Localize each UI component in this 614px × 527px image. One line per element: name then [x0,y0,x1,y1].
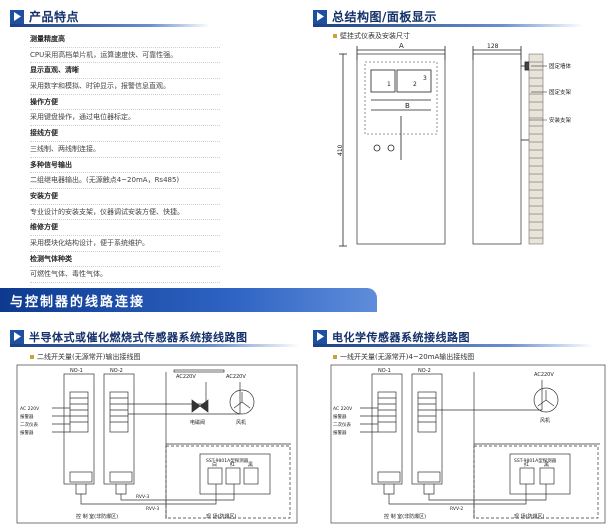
zone-field: 现 场(防爆区) [514,513,545,520]
module-no2: NO-2 [110,368,123,374]
feature-text: CPU采用高档单片机，运算速度快、可靠性强。 [30,48,220,64]
detector-black: 黑 [544,462,549,468]
fan-label: 风机 [236,419,246,426]
module-no2: NO-2 [418,368,431,374]
input-ac: AC220V [534,372,554,378]
mark-3: 3 [423,75,427,82]
header-underline [10,24,210,27]
wiring-band-title: 与控制器的线路连接 [10,295,146,310]
terminal-alarm-2: 报警器 [20,429,34,436]
header-underline [10,344,300,347]
features-header: 产品特点 [10,8,210,27]
electrochemical-subtitle: 一线开关量(无源常开)4~20mA输出接线图 [333,352,474,362]
structure-title: 总结构图/面板显示 [332,10,437,24]
electrochemical-title: 电化学传感器系统接线路图 [332,330,470,344]
detector-red: 红 [230,461,235,468]
semiconductor-title: 半导体式或催化燃烧式传感器系统接线路图 [29,330,248,344]
detector-white: 白 [212,461,217,468]
arrow-icon [313,329,327,344]
feature-text: 采用键盘操作，通过电位器标定。 [30,110,220,127]
callout-wall: 固定墙体 [549,62,572,70]
detector-black: 黑 [248,462,253,468]
semiconductor-header: 半导体式或催化燃烧式传感器系统接线路图 [10,328,300,347]
dimension-diagram: A B 128 410 1 2 3 固定墙体 固定支架 安装支架 [337,42,572,247]
detector-box-label: SST-9801A型探测器 [206,457,249,464]
terminal-alarm: 报警器 [333,413,347,420]
feature-heading: 接线方便 [30,126,220,142]
feature-text: 二组继电器输出。(无源触点4~20mA，Rs485) [30,173,220,189]
electrochemical-subtitle-text: 一线开关量(无源常开)4~20mA输出接线图 [340,353,475,361]
detector-red: 红 [524,461,529,468]
module-no1: NO-1 [70,368,83,374]
header-underline [313,24,583,27]
cable-label-2: RVV-3 [146,506,159,512]
zone-control-room: 控 制 室(非防爆区) [76,513,118,520]
mark-2: 2 [413,81,417,88]
feature-heading: 测量精度高 [30,32,220,48]
wiring-diagram-left: NO-1 NO-2 AC220V AC220V AC 220V 报警器 二次仪表… [16,364,298,524]
cable-label-1: RVV-3 [136,494,149,500]
zone-field: 现 场(防爆区) [206,513,237,520]
features-list: 测量精度高 CPU采用高档单片机，运算速度快、可靠性强。 显示直观、清晰 采用数… [30,32,220,283]
feature-text: 采用数字和模拟、时钟显示，报警信息直观。 [30,79,220,95]
feature-text: 可燃性气体、毒性气体。 [30,267,220,283]
callout-bracket: 固定支架 [549,88,572,96]
input-ac-2: AC220V [226,374,246,380]
wiring-band: 与控制器的线路连接 [0,288,377,312]
arrow-icon [10,329,24,344]
electrochemical-header: 电化学传感器系统接线路图 [313,328,593,347]
terminal-meter: 二次仪表 [20,421,38,428]
feature-heading: 检测气体种类 [30,252,220,268]
bullet-icon [333,34,337,38]
arrow-icon [313,9,327,24]
fan-label: 风机 [540,417,550,424]
semiconductor-subtitle: 二线开关量(无源常开)输出接线图 [30,352,140,362]
feature-text: 三线制、两线制连接。 [30,142,220,158]
terminal-ac: AC 220V [333,406,353,412]
arrow-icon [10,9,24,24]
semiconductor-subtitle-text: 二线开关量(无源常开)输出接线图 [37,353,141,361]
terminal-alarm-2: 报警器 [333,429,347,436]
feature-text: 采用模块化结构设计，便于系统维护。 [30,236,220,252]
dim-label-a: A [399,42,404,50]
dim-width-128: 128 [487,43,499,50]
dim-height-410: 410 [337,144,344,156]
feature-heading: 显示直观、清晰 [30,63,220,80]
bullet-icon [333,355,337,359]
structure-header: 总结构图/面板显示 [313,8,583,27]
terminal-alarm: 报警器 [20,413,34,420]
detector-box-label: SST-9801A型探测器 [514,457,557,464]
module-no1: NO-1 [378,368,391,374]
bullet-icon [30,355,34,359]
terminal-ac: AC 220V [20,406,40,412]
callout-mount: 安装支架 [549,116,572,124]
zone-control-room: 控 制 室(非防爆区) [384,513,426,520]
mark-1: 1 [387,81,391,88]
header-underline [313,344,593,347]
structure-subtitle-text: 壁挂式仪表及安装尺寸 [340,32,410,40]
wiring-diagram-right: NO-1 NO-2 AC220V AC 220V 报警器 二次仪表 报警器 风机… [330,364,606,524]
terminal-meter: 二次仪表 [333,421,351,428]
feature-heading: 安装方便 [30,189,220,205]
dim-label-b: B [405,102,410,110]
features-title: 产品特点 [29,10,80,24]
feature-heading: 操作方便 [30,95,220,111]
input-ac-1: AC220V [176,374,196,380]
feature-heading: 多种信号输出 [30,158,220,174]
valve-label: 电磁阀 [190,419,205,426]
structure-subtitle: 壁挂式仪表及安装尺寸 [333,31,410,41]
feature-heading: 维修方便 [30,220,220,236]
cable-label: RVV-2 [450,506,463,512]
feature-text: 专业设计的安装支架，仪器调试安装方便、快捷。 [30,205,220,221]
